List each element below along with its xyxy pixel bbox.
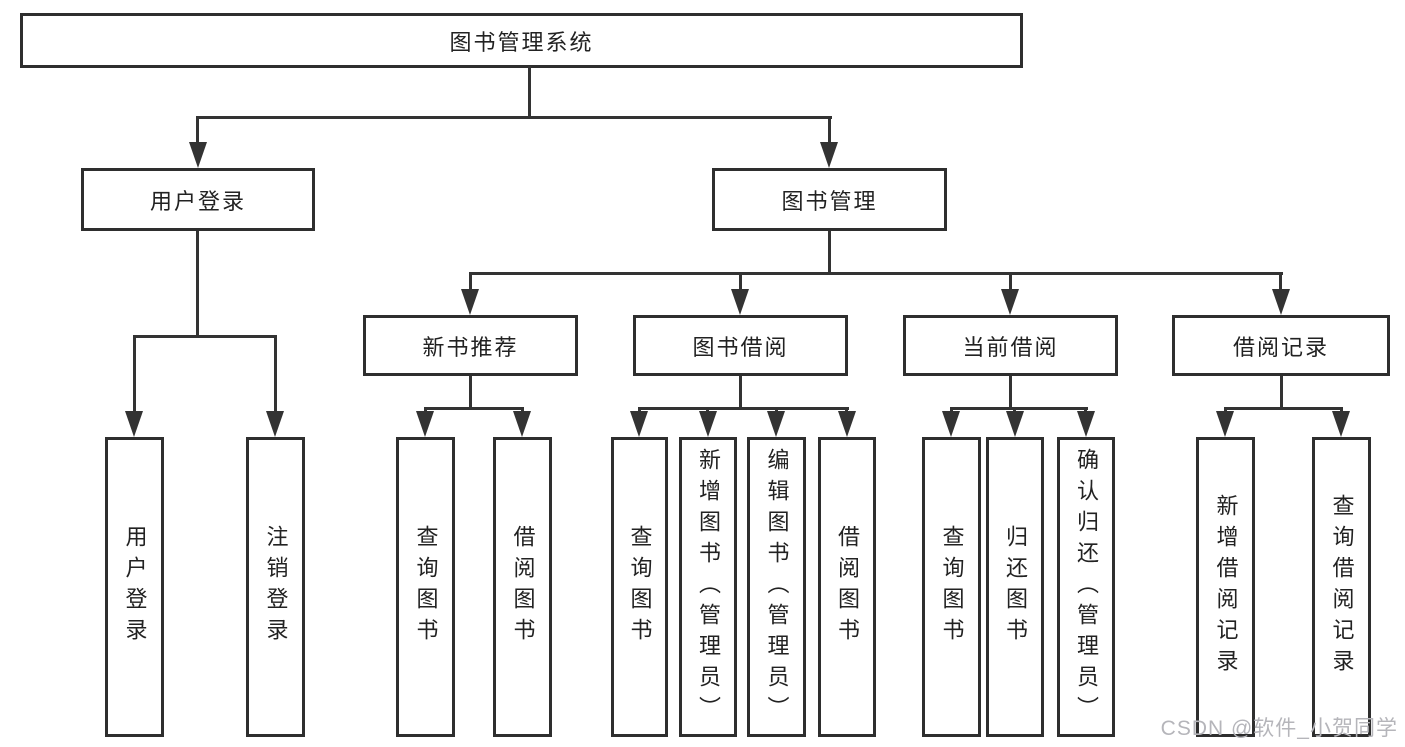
arrowhead-current-borrow (1001, 289, 1019, 315)
csdn-watermark: CSDN @软件_小贺同学 (1160, 717, 1398, 740)
arrowhead-nb-borrow (513, 411, 531, 437)
leaf-current-return-book: 归还图书 (986, 437, 1044, 737)
edge-new-book-rail (424, 407, 524, 410)
edge-current-borrow-stem (1009, 376, 1012, 407)
edge-book-management-stem (828, 231, 831, 275)
leaf-borrow-edit-book-admin: 编辑图书（管理员） (747, 437, 806, 737)
arrowhead-cb-return (1006, 411, 1024, 437)
edge-level1-rail (196, 116, 832, 119)
edge-current-borrow-rail (950, 407, 1088, 410)
edge-borrow-records-rail (1224, 407, 1343, 410)
node-book-management: 图书管理 (712, 168, 947, 231)
edge-new-book-stem (469, 376, 472, 407)
arrowhead-user-login (189, 142, 207, 168)
edge-shaft-book-borrow (739, 272, 742, 292)
leaf-current-query-book: 查询图书 (922, 437, 981, 737)
leaf-newbook-borrow-book: 借阅图书 (493, 437, 552, 737)
leaf-user-login: 用户登录 (105, 437, 164, 737)
arrowhead-book-borrow (731, 289, 749, 315)
leaf-borrow-borrow-book: 借阅图书 (818, 437, 876, 737)
edge-user-login-rail (133, 335, 277, 338)
arrowhead-cb-confirm (1077, 411, 1095, 437)
leaf-current-confirm-return-admin: 确认归还（管理员） (1057, 437, 1115, 737)
leaf-newbook-query-book: 查询图书 (396, 437, 455, 737)
leaf-records-query-record: 查询借阅记录 (1312, 437, 1371, 737)
node-current-borrow: 当前借阅 (903, 315, 1118, 376)
leaf-borrow-add-book-admin: 新增图书（管理员） (679, 437, 737, 737)
arrowhead-leaf-logout (266, 411, 284, 437)
arrowhead-br-add (1216, 411, 1234, 437)
arrowhead-nb-query (416, 411, 434, 437)
arrowhead-bb-edit (767, 411, 785, 437)
arrowhead-borrow-records (1272, 289, 1290, 315)
edge-shaft-leaf-user-login (133, 335, 136, 415)
edge-book-borrow-rail (638, 407, 849, 410)
edge-book-borrow-stem (739, 376, 742, 407)
arrowhead-cb-query (942, 411, 960, 437)
edge-shaft-book-management (828, 116, 831, 146)
arrowhead-leaf-user-login (125, 411, 143, 437)
leaf-logout-login: 注销登录 (246, 437, 305, 737)
edge-borrow-records-stem (1280, 376, 1283, 407)
edge-root-stem (528, 66, 531, 118)
edge-shaft-borrow-records (1279, 272, 1282, 292)
node-new-book-recommend: 新书推荐 (363, 315, 578, 376)
edge-shaft-new-book (469, 272, 472, 292)
edge-shaft-leaf-logout (274, 335, 277, 415)
node-library-system: 图书管理系统 (20, 13, 1023, 68)
arrowhead-bb-borrow (838, 411, 856, 437)
edge-shaft-user-login (196, 116, 199, 146)
node-user-login: 用户登录 (81, 168, 315, 231)
leaf-borrow-query-book: 查询图书 (611, 437, 668, 737)
arrowhead-bb-add (699, 411, 717, 437)
edge-user-login-stem (196, 231, 199, 335)
arrowhead-book-management (820, 142, 838, 168)
node-book-borrow: 图书借阅 (633, 315, 848, 376)
edge-shaft-current-borrow (1009, 272, 1012, 292)
leaf-records-add-record: 新增借阅记录 (1196, 437, 1255, 737)
arrowhead-bb-query (630, 411, 648, 437)
edge-level3-rail (469, 272, 1283, 275)
arrowhead-br-query (1332, 411, 1350, 437)
node-borrow-records: 借阅记录 (1172, 315, 1390, 376)
arrowhead-new-book (461, 289, 479, 315)
